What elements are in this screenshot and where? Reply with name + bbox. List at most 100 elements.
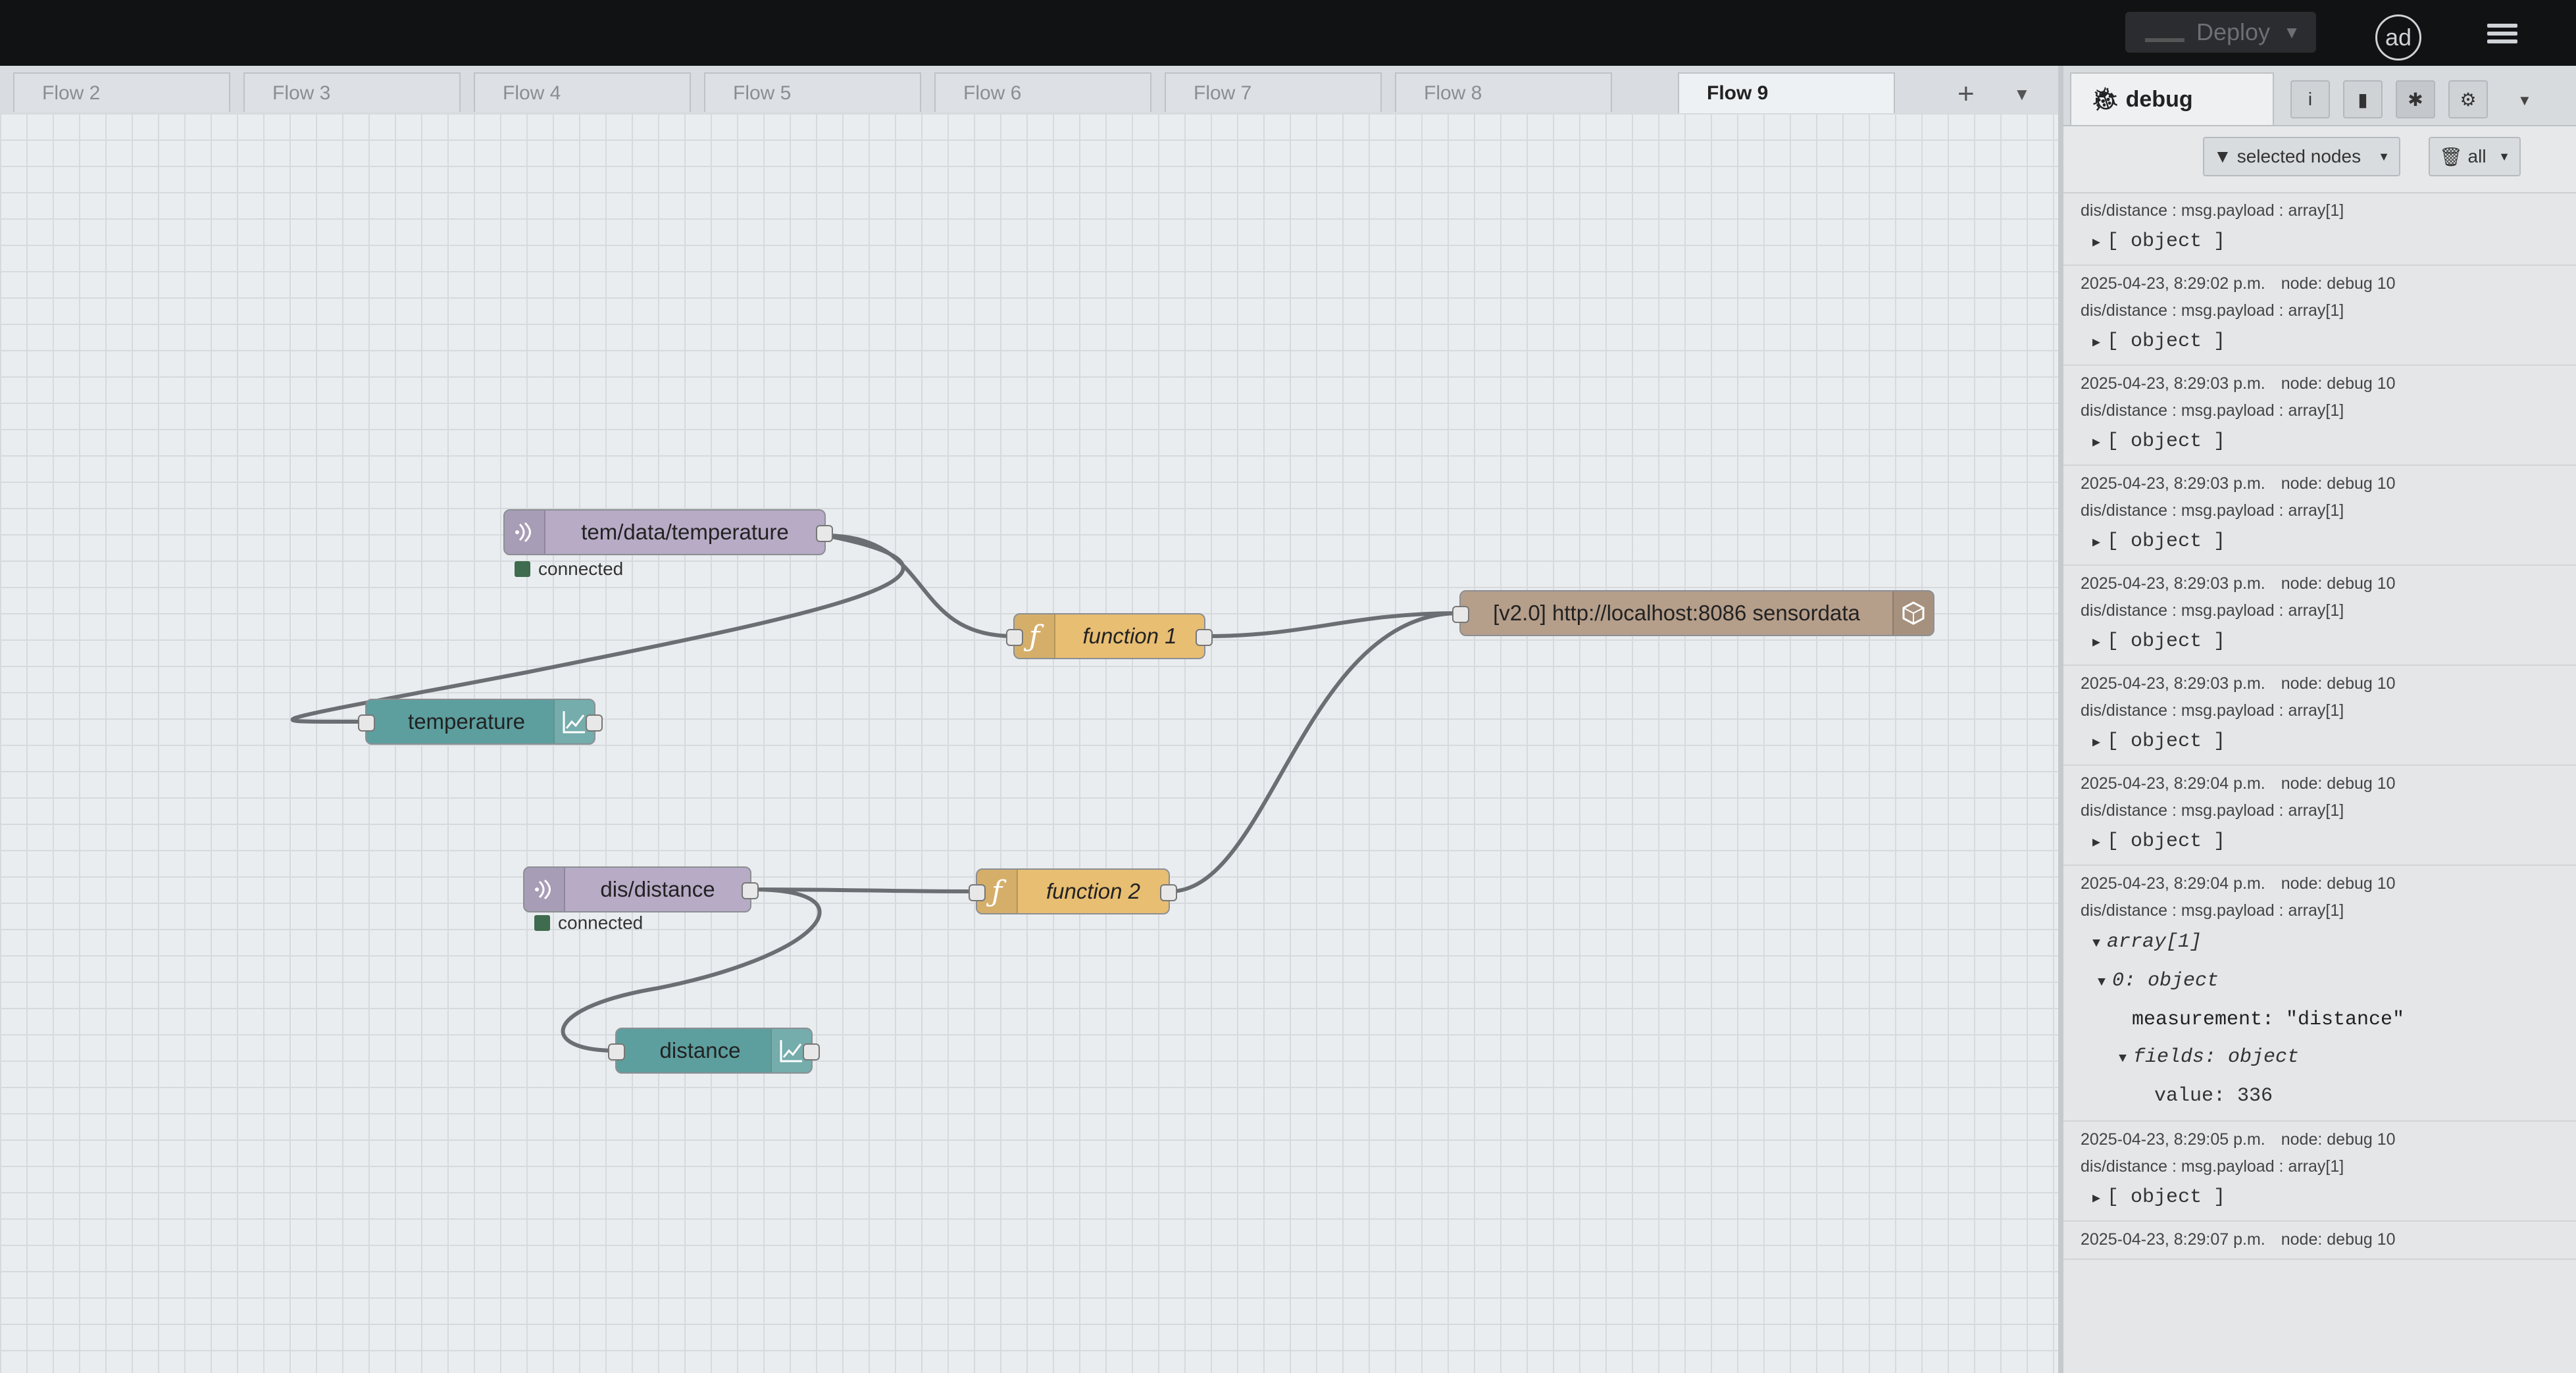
message-topic: dis/distance : msg.payload : array[1] xyxy=(2081,501,2344,520)
tree-leaf: value: 336 xyxy=(2154,1085,2273,1107)
chevron-down-icon[interactable]: ▼ xyxy=(2283,22,2300,42)
input-port[interactable] xyxy=(358,714,375,732)
tree-root[interactable]: ▼array[1] xyxy=(2092,931,2202,953)
user-avatar[interactable]: ad xyxy=(2375,14,2421,61)
mqtt-in-distance-node[interactable]: dis/distance xyxy=(523,866,759,912)
deploy-button[interactable]: Deploy ▼ xyxy=(2125,12,2316,53)
debug-message[interactable]: 2025-04-23, 8:29:03 p.m.node: debug 10 d… xyxy=(2063,566,2576,666)
filter-icon: ▼ xyxy=(2213,146,2232,166)
tab-flow-2[interactable]: Flow 2 xyxy=(13,72,230,112)
tab-flow-6[interactable]: Flow 6 xyxy=(934,72,1151,112)
mqtt-icon xyxy=(505,511,545,554)
caret-down-icon: ▼ xyxy=(2092,936,2101,951)
output-port[interactable] xyxy=(816,525,833,542)
message-topic: dis/distance : msg.payload : array[1] xyxy=(2081,701,2344,720)
message-value[interactable]: ▶[ object ] xyxy=(2092,630,2226,653)
output-port[interactable] xyxy=(1160,884,1177,901)
input-port[interactable] xyxy=(969,884,986,901)
tab-flow-5[interactable]: Flow 5 xyxy=(704,72,921,112)
node-label: tem/data/temperature xyxy=(581,520,789,544)
caret-right-icon: ▶ xyxy=(2092,636,2101,651)
message-meta: 2025-04-23, 8:29:03 p.m.node: debug 10 xyxy=(2081,674,2396,693)
wire-function2-to-influx xyxy=(1169,611,1460,893)
message-meta: 2025-04-23, 8:29:03 p.m.node: debug 10 xyxy=(2081,374,2396,393)
message-topic: dis/distance : msg.payload : array[1] xyxy=(2081,201,2344,220)
message-meta: 2025-04-23, 8:29:04 p.m.node: debug 10 xyxy=(2081,774,2396,793)
clear-dropdown[interactable]: 🗑︎ all ▼ xyxy=(2429,137,2521,176)
caret-right-icon: ▶ xyxy=(2092,536,2101,551)
tab-flow-7[interactable]: Flow 7 xyxy=(1165,72,1382,112)
debug-message-expanded[interactable]: 2025-04-23, 8:29:04 p.m.node: debug 10 d… xyxy=(2063,866,2576,1122)
tree-item[interactable]: ▼fields: object xyxy=(2119,1046,2300,1068)
tab-flow-9[interactable]: Flow 9 xyxy=(1678,72,1895,114)
mqtt-in-temperature-node[interactable]: tem/data/temperature xyxy=(503,509,833,555)
tab-debug-label: debug xyxy=(2125,87,2193,112)
main-menu-icon[interactable] xyxy=(2487,20,2517,50)
output-port[interactable] xyxy=(586,714,603,732)
node-label: function 1 xyxy=(1082,624,1177,648)
debug-message[interactable]: 2025-04-23, 8:29:03 p.m.node: debug 10 d… xyxy=(2063,666,2576,766)
message-value[interactable]: ▶[ object ] xyxy=(2092,1186,2226,1209)
status-text: connected xyxy=(538,559,624,579)
output-port[interactable] xyxy=(803,1043,820,1061)
message-topic: dis/distance : msg.payload : array[1] xyxy=(2081,601,2344,620)
input-port[interactable] xyxy=(1452,606,1469,623)
debug-bug-icon[interactable]: ✱ xyxy=(2396,80,2435,118)
node-label: dis/distance xyxy=(600,877,715,901)
flow-canvas[interactable]: tem/data/temperature connected ƒ functio… xyxy=(0,113,2058,1373)
message-value[interactable]: ▶[ object ] xyxy=(2092,830,2226,853)
chart-node-temperature[interactable]: temperature xyxy=(358,699,603,745)
message-topic: dis/distance : msg.payload : array[1] xyxy=(2081,301,2344,320)
input-port[interactable] xyxy=(608,1043,625,1061)
debug-message[interactable]: dis/distance : msg.payload : array[1] ▶[… xyxy=(2063,193,2576,266)
caret-right-icon: ▶ xyxy=(2092,1191,2101,1207)
message-value[interactable]: ▶[ object ] xyxy=(2092,430,2226,453)
header-bar: Deploy ▼ ad xyxy=(0,0,2576,66)
caret-right-icon: ▶ xyxy=(2092,736,2101,751)
tab-flow-3[interactable]: Flow 3 xyxy=(243,72,461,112)
help-book-icon[interactable]: ▮ xyxy=(2343,80,2383,118)
function-node-1[interactable]: ƒ function 1 xyxy=(1006,613,1213,659)
tree-leaf: measurement: "distance" xyxy=(2132,1009,2405,1031)
add-tab-icon[interactable]: + xyxy=(1957,78,1975,110)
deploy-icon xyxy=(2145,22,2185,42)
tab-flow-8[interactable]: Flow 8 xyxy=(1395,72,1612,112)
caret-right-icon: ▶ xyxy=(2092,336,2101,351)
message-meta: 2025-04-23, 8:29:05 p.m.node: debug 10 xyxy=(2081,1130,2396,1149)
tab-list-chevron-icon[interactable]: ▼ xyxy=(2013,84,2031,104)
message-value[interactable]: ▶[ object ] xyxy=(2092,330,2226,353)
debug-message[interactable]: 2025-04-23, 8:29:05 p.m.node: debug 10 d… xyxy=(2063,1122,2576,1222)
status-dot-icon xyxy=(515,561,530,577)
debug-message[interactable]: 2025-04-23, 8:29:03 p.m.node: debug 10 d… xyxy=(2063,466,2576,566)
database-icon xyxy=(1892,591,1933,635)
workspace-tabs: Flow 2 Flow 3 Flow 4 Flow 5 Flow 6 Flow … xyxy=(0,66,2066,114)
caret-right-icon: ▶ xyxy=(2092,436,2101,451)
output-port[interactable] xyxy=(1196,629,1213,646)
message-value[interactable]: ▶[ object ] xyxy=(2092,730,2226,753)
message-value[interactable]: ▶[ object ] xyxy=(2092,230,2226,253)
debug-message-list[interactable]: dis/distance : msg.payload : array[1] ▶[… xyxy=(2063,193,2576,1373)
input-port[interactable] xyxy=(1006,629,1023,646)
tab-debug[interactable]: 🐞︎ debug xyxy=(2070,72,2274,125)
chart-node-distance[interactable]: distance xyxy=(608,1028,820,1074)
filter-dropdown[interactable]: ▼ selected nodes ▼ xyxy=(2203,137,2400,176)
message-value[interactable]: ▶[ object ] xyxy=(2092,530,2226,553)
influxdb-out-node[interactable]: [v2.0] http://localhost:8086 sensordata xyxy=(1452,590,1934,636)
wire-distance-to-function2 xyxy=(751,887,976,893)
debug-message[interactable]: 2025-04-23, 8:29:07 p.m.node: debug 10 xyxy=(2063,1222,2576,1260)
info-icon[interactable]: i xyxy=(2290,80,2330,118)
message-meta: 2025-04-23, 8:29:03 p.m.node: debug 10 xyxy=(2081,474,2396,493)
message-topic: dis/distance : msg.payload : array[1] xyxy=(2081,1157,2344,1176)
tab-flow-4[interactable]: Flow 4 xyxy=(474,72,691,112)
function-node-2[interactable]: ƒ function 2 xyxy=(969,868,1177,914)
debug-message[interactable]: 2025-04-23, 8:29:04 p.m.node: debug 10 d… xyxy=(2063,766,2576,866)
wires xyxy=(290,534,1460,1053)
gear-icon[interactable]: ⚙ xyxy=(2448,80,2488,118)
debug-message[interactable]: 2025-04-23, 8:29:02 p.m.node: debug 10 d… xyxy=(2063,266,2576,366)
tree-item[interactable]: ▼0: object xyxy=(2098,970,2219,992)
status-dot-icon xyxy=(534,915,550,931)
sidebar-menu-chevron-icon[interactable]: ▼ xyxy=(2517,92,2532,109)
output-port[interactable] xyxy=(742,882,759,899)
debug-message[interactable]: 2025-04-23, 8:29:03 p.m.node: debug 10 d… xyxy=(2063,366,2576,466)
message-meta: 2025-04-23, 8:29:03 p.m.node: debug 10 xyxy=(2081,574,2396,593)
